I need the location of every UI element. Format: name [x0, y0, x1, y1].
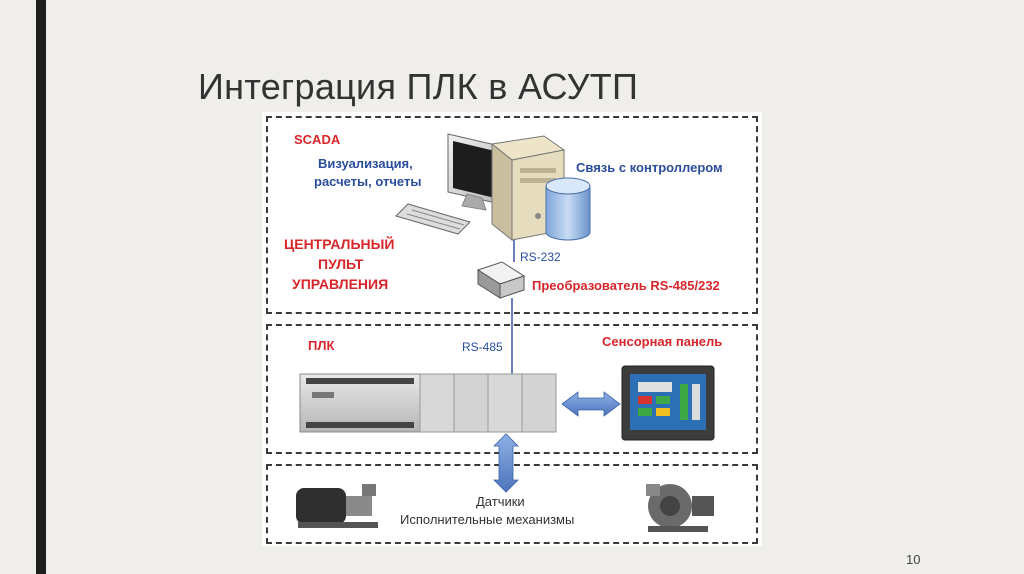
converter-icon [476, 261, 526, 299]
touch-panel-label: Сенсорная панель [602, 334, 723, 349]
plc-integration-diagram: SCADA Визуализация, расчеты, отчеты Связ… [262, 112, 762, 546]
plc-device-icon [299, 373, 557, 433]
central-label-line2: ПУЛЬТ [318, 256, 364, 272]
central-label-line1: ЦЕНТРАЛЬНЫЙ [284, 236, 395, 252]
page-number: 10 [906, 552, 921, 567]
actuators-label: Исполнительные механизмы [400, 512, 575, 527]
database-icon [545, 177, 591, 241]
rs485-label: RS-485 [462, 340, 503, 354]
slide-title: Интеграция ПЛК в АСУТП [198, 66, 639, 107]
converter-label: Преобразователь RS-485/232 [532, 278, 720, 293]
controller-link-label: Связь с контроллером [576, 160, 723, 175]
plc-panel-double-arrow-icon [561, 391, 621, 417]
plc-label: ПЛК [308, 338, 335, 353]
rs232-label: RS-232 [520, 250, 561, 264]
monitor-icon [447, 133, 501, 211]
central-label-line3: УПРАВЛЕНИЯ [292, 276, 389, 292]
calculations-reports-label: расчеты, отчеты [314, 174, 422, 189]
right-pump-icon [646, 484, 714, 532]
touch-panel-device-icon [621, 365, 715, 441]
scada-label: SCADA [294, 132, 341, 147]
left-pump-icon [296, 484, 378, 528]
sensors-label: Датчики [476, 494, 525, 509]
left-accent-bar [36, 0, 46, 574]
diagram-graphics [296, 133, 715, 532]
plc-field-double-arrow-icon [493, 433, 519, 493]
visualization-label: Визуализация, [318, 156, 413, 171]
keyboard-icon [395, 203, 471, 235]
